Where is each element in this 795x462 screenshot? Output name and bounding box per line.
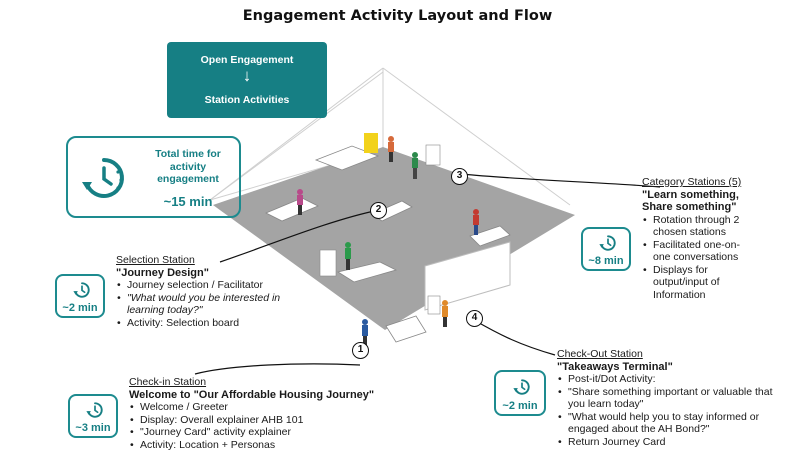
yellow-board [364, 133, 378, 153]
total-time-duration: ~15 min [163, 194, 213, 209]
station-items: Post-it/Dot Activity: "Share something i… [557, 373, 789, 448]
station-marker-1: 1 [352, 342, 369, 359]
station-items: Welcome / Greeter Display: Overall expla… [129, 401, 409, 451]
list-item: "Journey Card" activity explainer [129, 426, 409, 439]
station-subtitle: Welcome to "Our Affordable Housing Journ… [129, 388, 375, 401]
category-stations-text: Category Stations (5) "Learn something, … [642, 176, 772, 301]
station-marker-3: 3 [451, 168, 468, 185]
front-partition [424, 241, 511, 311]
total-time-card: Total time for activity engagement ~15 m… [66, 136, 241, 218]
checkout-station-text: Check-Out Station "Takeaways Terminal" P… [557, 348, 789, 448]
table [385, 315, 427, 343]
clock-arrow-icon [73, 282, 90, 298]
table [314, 145, 380, 171]
checkin-station-text: Check-in Station Welcome to "Our Afforda… [129, 376, 409, 451]
list-item: Return Journey Card [557, 436, 789, 449]
diagram-title: Engagement Activity Layout and Flow [242, 8, 553, 24]
list-item: Journey selection / Facilitator [116, 279, 316, 292]
list-item: Activity: Location + Personas [129, 439, 409, 452]
station-subtitle: "Learn something, [642, 188, 739, 201]
station-heading: Check-in Station [129, 376, 207, 388]
person [442, 300, 448, 327]
clock-arrow-icon [599, 235, 616, 251]
person [388, 136, 394, 162]
flow-box: Open Engagement ↓ Station Activities [167, 42, 327, 118]
flow-box-line-2: Station Activities [204, 94, 290, 106]
person [297, 189, 303, 215]
station-items: Journey selection / Facilitator "What wo… [116, 279, 316, 329]
table [265, 197, 319, 222]
duration-card-checkout: ~2 min [494, 370, 546, 416]
station-subtitle: "Journey Design" [116, 266, 209, 279]
selection-station-text: Selection Station "Journey Design" Journ… [116, 254, 316, 329]
display-board [425, 144, 441, 166]
display-board [427, 295, 441, 315]
clock-arrow-icon [86, 402, 103, 418]
list-item: "What would help you to stay informed or… [557, 411, 789, 436]
list-item: "What would you be interested in learnin… [116, 292, 316, 317]
duration-category: ~8 min [588, 255, 624, 267]
leader-line-1 [194, 363, 361, 375]
list-item: "Share something important or valuable t… [557, 386, 789, 411]
duration-card-selection: ~2 min [55, 274, 105, 318]
duration-card-category: ~8 min [581, 227, 631, 271]
leader-line-4 [473, 319, 556, 356]
list-item: Display: Overall explainer AHB 101 [129, 414, 409, 427]
duration-checkin: ~3 min [75, 422, 111, 434]
list-item: Facilitated one-on-one conversations [642, 239, 742, 264]
table [469, 225, 511, 247]
list-item: Rotation through 2 chosen stations [642, 214, 742, 239]
station-subtitle: "Takeaways Terminal" [557, 360, 673, 373]
station-heading: Category Stations (5) [642, 176, 742, 188]
floor [213, 147, 575, 330]
station-heading: Check-Out Station [557, 348, 643, 360]
person [412, 152, 418, 179]
leader-line-2 [219, 209, 380, 263]
clock-arrow-icon [513, 379, 530, 395]
duration-card-checkin: ~3 min [68, 394, 118, 438]
flow-box-line-1: Open Engagement [200, 54, 294, 66]
duration-selection: ~2 min [62, 302, 98, 314]
list-item: Displays for output/input of Information [642, 264, 742, 302]
station-marker-2: 2 [370, 202, 387, 219]
person [345, 242, 351, 270]
list-item: Welcome / Greeter [129, 401, 409, 414]
wall-edge [209, 67, 384, 201]
down-arrow-icon: ↓ [242, 66, 252, 85]
total-time-title: Total time for activity engagement [155, 148, 221, 185]
wall-edge [382, 67, 571, 206]
duration-checkout: ~2 min [502, 400, 538, 412]
leader-line-3 [461, 173, 661, 188]
station-marker-4: 4 [466, 310, 483, 327]
station-subtitle: Share something" [642, 201, 737, 213]
station-items: Rotation through 2 chosen stations Facil… [642, 214, 742, 302]
person [473, 209, 479, 235]
person [362, 319, 368, 346]
list-item: Post-it/Dot Activity: [557, 373, 789, 386]
list-item: Activity: Selection board [116, 317, 316, 330]
clock-arrow-icon [82, 158, 124, 198]
display-board [319, 249, 337, 277]
station-heading: Selection Station [116, 254, 195, 266]
table [336, 261, 398, 283]
